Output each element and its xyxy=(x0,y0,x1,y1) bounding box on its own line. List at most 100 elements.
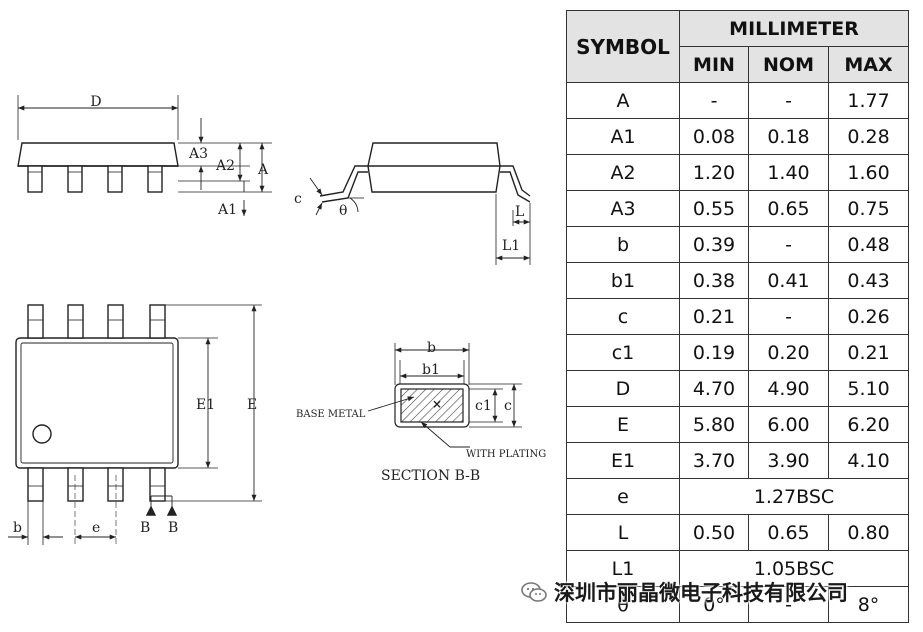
label-b1-section: b1 xyxy=(422,362,440,378)
label-L: L xyxy=(515,204,524,220)
cell-symbol: b1 xyxy=(566,262,680,299)
package-outline-drawing: D A3 A2 A A1 c θ L L1 xyxy=(8,94,546,545)
top-lead xyxy=(67,304,84,339)
pin1-marker xyxy=(32,424,52,444)
cell-max: 0.80 xyxy=(827,514,910,551)
cell-symbol: c1 xyxy=(566,334,680,371)
cell-max: 1.60 xyxy=(827,154,910,191)
cross-mark: × xyxy=(432,397,442,411)
cell-nom: 0.65 xyxy=(748,190,829,227)
cell-min: 0.21 xyxy=(679,298,749,335)
label-L1: L1 xyxy=(502,238,520,254)
cell-nom: 0.65 xyxy=(748,514,829,551)
header-max: MAX xyxy=(827,46,910,83)
front-lead xyxy=(107,165,123,193)
cell-max: 4.10 xyxy=(827,442,910,479)
top-lead xyxy=(27,304,44,339)
section-title: SECTION B-B xyxy=(381,468,480,484)
cell-min: 5.80 xyxy=(679,406,749,443)
cell-symbol: θ xyxy=(566,586,680,623)
bottom-lead xyxy=(27,467,44,502)
cell-symbol: L xyxy=(566,514,680,551)
label-B-right: B xyxy=(168,520,178,536)
watermark-text: 深圳市丽晶微电子科技有限公司 xyxy=(554,581,848,605)
cell-min: 0.38 xyxy=(679,262,749,299)
cell-max: 0.48 xyxy=(827,226,910,263)
side-view xyxy=(309,142,531,265)
cell-nom: 4.90 xyxy=(748,370,829,407)
cell-nom: 0.20 xyxy=(748,334,829,371)
top-lead xyxy=(107,304,124,339)
label-D: D xyxy=(90,94,101,110)
label-e: e xyxy=(92,520,100,536)
front-lead xyxy=(67,165,83,193)
label-theta: θ xyxy=(339,203,347,219)
cell-nom: - xyxy=(748,82,829,119)
label-c: c xyxy=(294,191,302,207)
label-E1: E1 xyxy=(196,397,215,413)
front-body xyxy=(17,142,179,167)
cell-min: 4.70 xyxy=(679,370,749,407)
cell-max: 0.43 xyxy=(827,262,910,299)
header-min: MIN xyxy=(679,46,749,83)
top-body xyxy=(15,337,179,469)
bottom-lead xyxy=(67,467,84,502)
front-lead xyxy=(147,165,163,193)
cell-min: 0.08 xyxy=(679,118,749,155)
label-A3: A3 xyxy=(188,146,208,162)
cell-symbol: D xyxy=(566,370,680,407)
cell-nom: - xyxy=(748,298,829,335)
label-base-metal: BASE METAL xyxy=(296,409,366,420)
label-A2: A2 xyxy=(215,158,235,174)
cell-symbol: E xyxy=(566,406,680,443)
label-c1-section: c1 xyxy=(475,398,492,414)
cell-symbol: c xyxy=(566,298,680,335)
label-B-left: B xyxy=(140,520,150,536)
front-lead xyxy=(27,165,43,193)
cell-symbol: A2 xyxy=(566,154,680,191)
section-b-b xyxy=(367,343,522,448)
cell-min: 3.70 xyxy=(679,442,749,479)
cell-max: 0.28 xyxy=(827,118,910,155)
label-b: b xyxy=(13,520,22,536)
bottom-lead xyxy=(149,467,166,502)
side-lead-right xyxy=(500,165,531,203)
cell-max: 8° xyxy=(827,586,910,623)
cell-nom: - xyxy=(748,586,829,623)
cell-max: 0.75 xyxy=(827,190,910,227)
cell-max: 5.10 xyxy=(827,370,910,407)
header-nom: NOM xyxy=(748,46,829,83)
watermark: 深圳市丽晶微电子科技有限公司 xyxy=(520,575,920,609)
cell-symbol: A3 xyxy=(566,190,680,227)
top-lead xyxy=(149,304,166,339)
cell-max: 0.26 xyxy=(827,298,910,335)
cell-max: 6.20 xyxy=(827,406,910,443)
label-b-section: b xyxy=(427,340,436,356)
header-symbol: SYMBOL xyxy=(566,10,680,83)
cell-symbol: L1 xyxy=(566,550,680,587)
cell-value-bsc: 1.05BSC xyxy=(678,550,910,587)
wechat-icon xyxy=(521,582,547,602)
label-A: A xyxy=(257,162,269,178)
bottom-lead xyxy=(107,467,124,502)
cell-symbol: E1 xyxy=(566,442,680,479)
cell-nom: 0.18 xyxy=(748,118,829,155)
cell-nom: 3.90 xyxy=(748,442,829,479)
cell-symbol: b xyxy=(566,226,680,263)
cell-value-bsc: 1.27BSC xyxy=(678,478,910,515)
table-row: A--1.77 xyxy=(566,82,910,119)
label-E: E xyxy=(247,397,257,413)
base-metal xyxy=(400,388,464,423)
cell-symbol: e xyxy=(566,478,680,515)
cell-max: 1.77 xyxy=(827,82,910,119)
label-with-plating: WITH PLATING xyxy=(466,449,546,460)
